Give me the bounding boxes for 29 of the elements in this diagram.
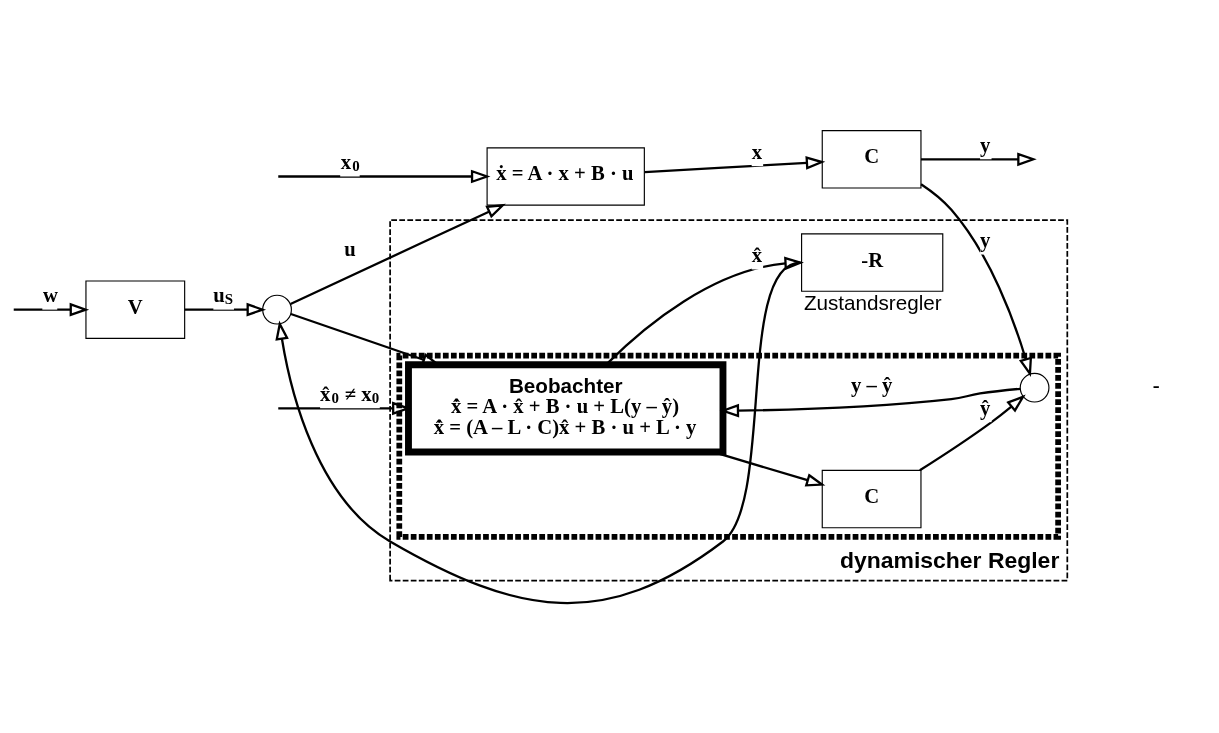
node-box: -R — [801, 232, 944, 292]
arrow — [920, 182, 1033, 377]
node-box: C — [821, 129, 922, 189]
arrow — [644, 155, 826, 173]
node-box: ẋ = A · x + B · u — [486, 146, 645, 206]
arrow — [13, 302, 90, 316]
arrow — [719, 387, 1021, 417]
label: - — [1152, 373, 1160, 396]
arrow — [920, 151, 1037, 166]
arrow — [278, 169, 491, 183]
edge-label: y — [980, 228, 991, 251]
node-box: C — [821, 469, 922, 528]
edge-label: w — [42, 283, 58, 306]
edge-label: ŷ — [980, 396, 991, 419]
edge-label: y – ŷ — [850, 373, 893, 396]
arrow — [275, 261, 801, 604]
node-box: V — [85, 279, 186, 339]
node-circle — [262, 294, 292, 325]
node-label: Zustandsregler — [803, 290, 942, 314]
node-box: Beobachter x̂̇ = A · x̂ + B · u + L(y – ŷ) x̂̇ = (A – L · C)x̂ + B · u + L · y — [405, 360, 727, 455]
edge-label: u — [344, 237, 356, 260]
arrow — [605, 256, 804, 365]
edge-label: y — [980, 133, 991, 156]
arrow — [290, 203, 506, 305]
arrow — [184, 302, 267, 316]
arrow — [919, 394, 1026, 471]
node-circle — [1019, 372, 1050, 403]
edge-label: x — [751, 140, 762, 163]
edge-label: x̂ — [751, 243, 762, 266]
